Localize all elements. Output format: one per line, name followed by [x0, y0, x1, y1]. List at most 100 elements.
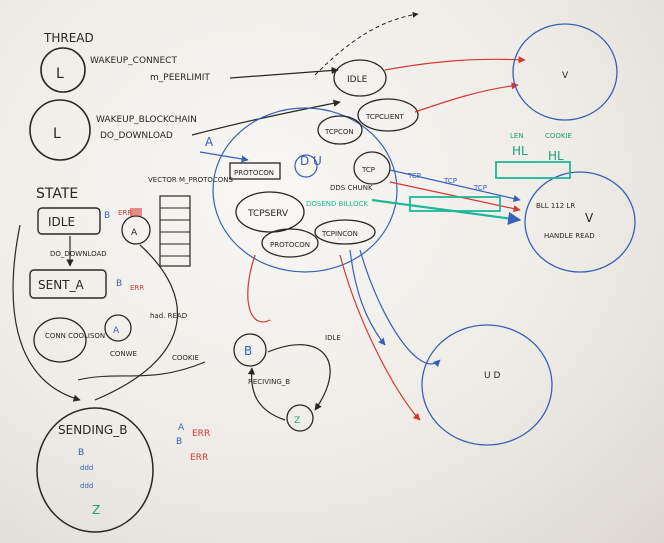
- tcp-label-1: TCP: [407, 172, 421, 180]
- hl-1: HL: [512, 144, 528, 158]
- wavy-line: [77, 361, 206, 381]
- thread-cluster: IDLE TCPCLIENT TCPCON TCP A PROTOCON D U…: [199, 11, 419, 273]
- cookie-label: COOKIE: [545, 132, 572, 140]
- hl-2: HL: [548, 149, 564, 163]
- sending-b-item-3: ddd: [80, 482, 93, 490]
- thread-tcp-in-con: [314, 219, 376, 245]
- tcp-label-3: TCP: [473, 184, 487, 192]
- z-letter: Z: [294, 416, 300, 426]
- state-machine: STATE IDLE B ERR A DO_DOWNLOAD SENT_A B …: [12, 186, 210, 533]
- arrow-a-label: A: [205, 135, 214, 149]
- state-heading: STATE: [36, 186, 78, 202]
- b-letter: B: [244, 344, 252, 358]
- sending-b-err-2: ERR: [190, 453, 208, 463]
- sending-b-err-1: ERR: [192, 429, 210, 439]
- state-sent-a-b: B: [116, 279, 122, 289]
- len-label: LEN: [510, 132, 524, 140]
- b-loop: B IDLE RECIVING_B Z: [233, 333, 341, 432]
- thread-protocon-label: PROTOCON: [234, 169, 274, 177]
- legend-peerlimit: m_PEERLIMIT: [150, 73, 210, 83]
- legend-download: DO_DOWNLOAD: [100, 131, 173, 141]
- sending-b-b: B: [176, 437, 182, 447]
- z-circle: [286, 404, 314, 432]
- dashed-up-arrow: [314, 11, 419, 76]
- thread-tcp-serv: [235, 191, 305, 233]
- conwe-label: CONWE: [110, 350, 137, 358]
- cluster-outline: [212, 107, 398, 273]
- state-sending-b-label: SENDING_B: [58, 423, 127, 437]
- loop-right: [94, 244, 178, 401]
- state-idle-b: B: [104, 211, 110, 221]
- peer-top: [512, 23, 618, 121]
- b-loop-arc: [267, 344, 331, 411]
- state-sent-a-err: ERR: [130, 284, 144, 292]
- tcp-label-2: TCP: [443, 177, 457, 185]
- thread-tcp-con-1: [317, 115, 363, 145]
- b-circle: [233, 333, 267, 367]
- vector: VECTOR M_PROTOCONS: [148, 176, 234, 267]
- thread-heading: THREAD: [43, 31, 94, 45]
- vector-box: [159, 195, 191, 267]
- legend: THREAD L WAKEUP_CONNECT m_PEERLIMIT L WA…: [29, 31, 341, 161]
- sending-b-item-2: ddd: [80, 464, 93, 472]
- sending-b-a: A: [178, 423, 185, 433]
- arrow-download: [191, 99, 341, 136]
- b-loop-arc-2: [247, 367, 286, 421]
- sending-b-item-4: Z: [92, 503, 100, 517]
- had-read-label: had. READ: [150, 312, 187, 320]
- state-idle-a: A: [131, 228, 138, 238]
- thread-protocon-2-label: PROTOCON: [270, 241, 310, 249]
- state-conn-coolison: [33, 317, 87, 363]
- packet-box-2: [409, 196, 501, 212]
- thread-protocon-2: [261, 228, 319, 258]
- peer-bottom-label: U D: [484, 371, 500, 381]
- receiving-b-label: RECIVING_B: [248, 378, 290, 386]
- circle-d: [294, 154, 318, 178]
- thread-tcp-in-con-label: TCPINCON: [321, 230, 358, 238]
- cookie-label-left: COOKIE: [172, 354, 199, 362]
- thread-tcp-con-1-label: TCPCON: [324, 128, 354, 136]
- thread-tcp-client: [357, 98, 419, 132]
- peers: V V BLL 112 LR HANDLE READ LEN COOKIE HL…: [407, 23, 636, 446]
- peer-bottom: [421, 324, 553, 446]
- thread-protocon: [229, 162, 281, 180]
- legend-wakeup-blockchain: WAKEUP_BLOCKCHAIN: [96, 115, 197, 125]
- state-idle-err: ERR: [118, 209, 132, 217]
- state-a-circle: [104, 314, 132, 342]
- peer-right-nums: BLL 112 LR: [536, 202, 575, 210]
- sending-b-item-1: B: [78, 448, 84, 458]
- legend-wakeup-connect: WAKEUP_CONNECT: [90, 56, 177, 66]
- vector-label: VECTOR M_PROTOCONS: [148, 176, 234, 184]
- loop-left: [12, 224, 81, 402]
- clock-symbol-1: L: [56, 66, 64, 82]
- state-idle-label: IDLE: [48, 215, 75, 229]
- state-a-letter: A: [113, 326, 120, 336]
- state-sent-a-label: SENT_A: [38, 278, 85, 292]
- thread-idle-label: IDLE: [347, 75, 368, 85]
- dosend-label: DOSEND BILLOCK: [306, 200, 368, 208]
- thread-tcp-label: TCP: [361, 166, 375, 174]
- clock-wakeup-blockchain: [29, 99, 91, 161]
- peer-right-label: V: [585, 211, 594, 225]
- ddsd-chunk-label: DDS CHUNK: [330, 184, 373, 192]
- b-idle-label: IDLE: [325, 334, 341, 342]
- peer-right-handle-read: HANDLE READ: [544, 232, 595, 240]
- connections: [247, 56, 526, 421]
- peer-top-label: V: [562, 71, 569, 81]
- state-sent-a: [29, 269, 107, 299]
- conn-coolison-label: CONN COOLISON: [45, 332, 105, 340]
- peer-right: [524, 171, 636, 273]
- arrow-a-line: [199, 151, 249, 163]
- arrow-peerlimit-idle: [229, 66, 339, 79]
- thread-idle: [333, 59, 387, 97]
- state-idle: [37, 207, 101, 235]
- thread-tcp: [353, 151, 391, 185]
- packet-box-1: [495, 161, 571, 179]
- thread-tcp-serv-label: TCPSERV: [247, 209, 289, 219]
- do-download-label: DO_DOWNLOAD: [50, 250, 107, 258]
- state-sending-b: [36, 407, 154, 533]
- thread-tcp-client-label: TCPCLIENT: [365, 113, 404, 121]
- clock-symbol-2: L: [53, 126, 61, 142]
